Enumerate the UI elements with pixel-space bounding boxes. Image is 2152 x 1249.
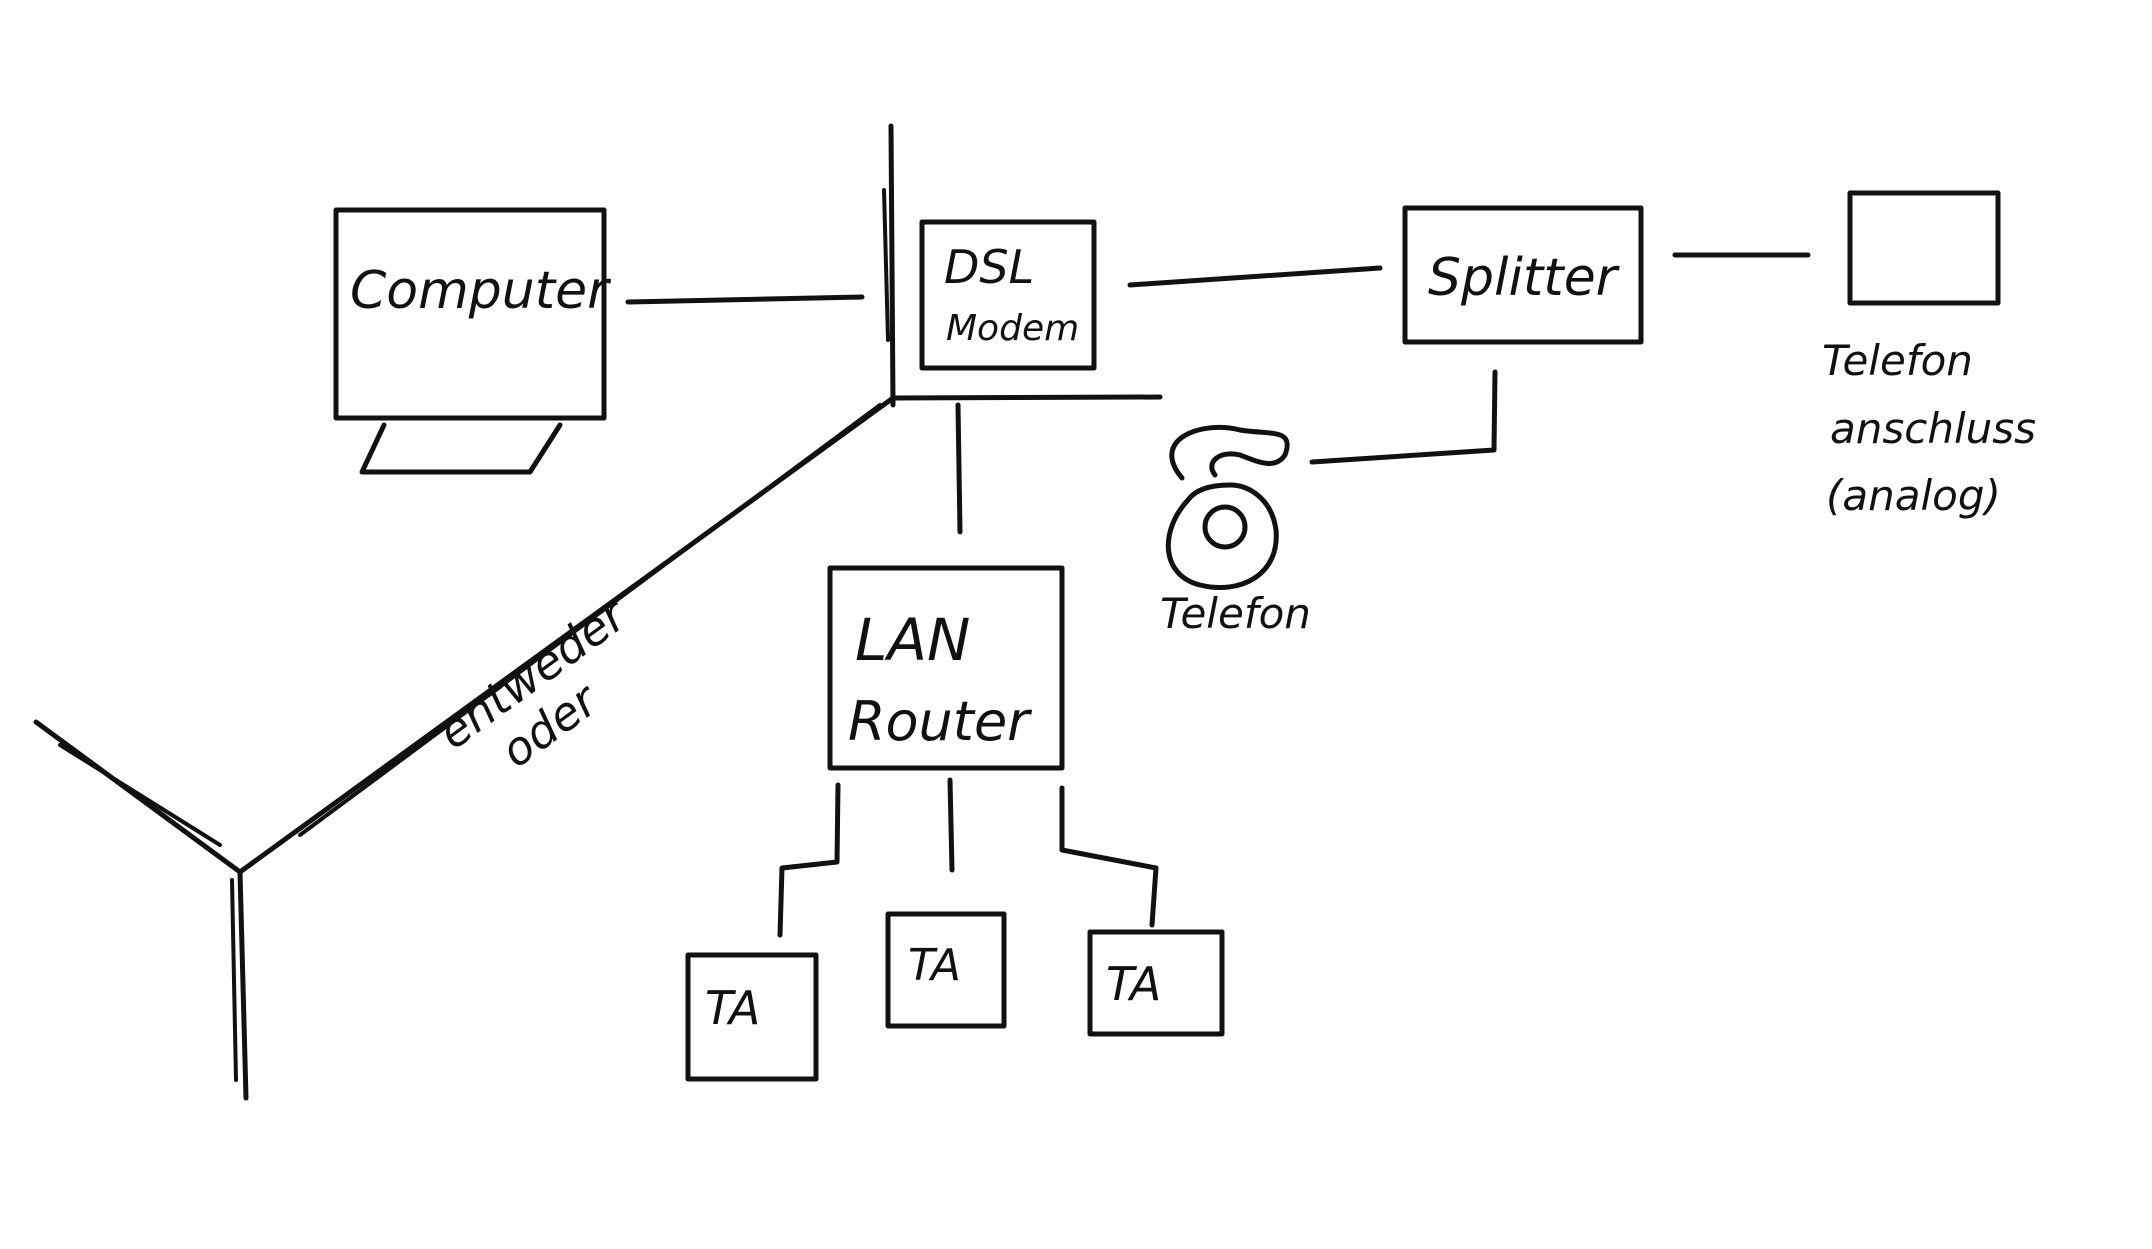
- lower-corner-vertical: [237, 869, 249, 1101]
- ta-box-1: [685, 952, 819, 1082]
- computer-stand: [359, 422, 563, 475]
- edge-dsl-splitter: [1127, 265, 1383, 288]
- lower-corner-left: [33, 719, 243, 875]
- edge-router-ta1: [777, 782, 841, 938]
- lan-router-label-1: LAN: [855, 606, 970, 674]
- ta-node-3: TA: [1087, 929, 1225, 1037]
- corner-line-vertical: [888, 123, 896, 408]
- edge-computer-dsl: [625, 294, 865, 305]
- ta-label-1: TA: [705, 981, 760, 1035]
- anschluss-label-1: Telefon: [1822, 336, 1973, 385]
- ta-label-2: TA: [908, 940, 961, 991]
- edge-splitter-telefon: [1309, 369, 1498, 465]
- dsl-modem-box: [919, 219, 1097, 371]
- lan-router-label-2: Router: [848, 690, 1032, 753]
- telefon-label: Telefon: [1160, 589, 1311, 638]
- ta-box-3: [1087, 929, 1225, 1037]
- ta-box-2: [885, 911, 1007, 1029]
- anschluss-box: [1847, 190, 2001, 306]
- splitter-node: Splitter: [1402, 205, 1644, 345]
- ta-node-1: TA: [685, 952, 819, 1082]
- corner-line-vertical-2: [882, 188, 890, 342]
- telefon-node: Telefon: [1160, 424, 1311, 638]
- computer-monitor: [333, 207, 607, 421]
- computer-label: Computer: [350, 261, 612, 321]
- anschluss-label-3: (analog): [1826, 471, 2001, 520]
- edge-router-ta3: [1059, 785, 1159, 928]
- telephone-icon: [1165, 424, 1290, 591]
- anschluss-node: Telefon anschluss (analog): [1822, 190, 2036, 520]
- corner-line-horizontal: [890, 394, 1163, 401]
- computer-node: Computer: [333, 207, 612, 475]
- edge-router-ta2: [947, 777, 955, 873]
- lower-corner-left-2: [58, 743, 222, 847]
- lan-router-box: [827, 565, 1065, 771]
- dsl-modem-node: DSL Modem: [919, 219, 1097, 371]
- edge-label-group: entweder oder: [428, 586, 638, 778]
- ta-label-3: TA: [1106, 957, 1161, 1011]
- splitter-box: [1402, 205, 1644, 345]
- lan-router-node: LAN Router: [827, 565, 1065, 771]
- dsl-modem-label-1: DSL: [944, 240, 1034, 294]
- ta-node-2: TA: [885, 911, 1007, 1029]
- edge-corner-router: [955, 402, 963, 535]
- anschluss-label-2: anschluss: [1830, 404, 2036, 453]
- diagonal-line-2: [298, 403, 882, 837]
- splitter-label: Splitter: [1428, 248, 1621, 308]
- dsl-modem-label-2: Modem: [946, 308, 1079, 349]
- lower-corner-vertical-2: [230, 878, 238, 1082]
